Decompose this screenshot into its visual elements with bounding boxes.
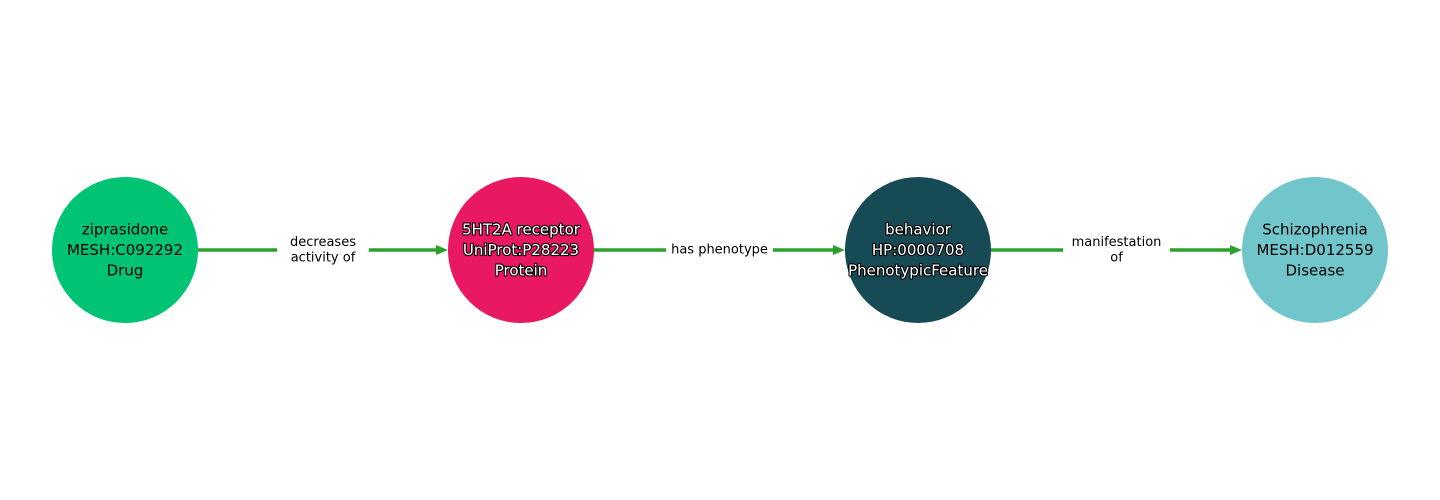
edge-arrowhead	[833, 245, 845, 255]
node-label: MESH:D012559	[1256, 241, 1373, 259]
node-label: PhenotypicFeature	[848, 262, 988, 280]
node-label: MESH:C092292	[67, 241, 183, 259]
node-label: behavior	[885, 221, 952, 239]
node-circle[interactable]	[52, 177, 198, 323]
node-label: ziprasidone	[82, 221, 168, 239]
node-label: Disease	[1286, 262, 1345, 280]
edge-label: has phenotype	[671, 243, 768, 258]
node-circle[interactable]	[1242, 177, 1388, 323]
edge-arrowhead	[1230, 245, 1242, 255]
node-circle[interactable]	[448, 177, 594, 323]
node-circle[interactable]	[845, 177, 991, 323]
node-label: 5HT2A receptor	[462, 221, 581, 239]
node-label: UniProt:P28223	[463, 241, 579, 259]
edge-arrowhead	[436, 245, 448, 255]
edge-label: activity of	[291, 250, 356, 265]
edge-label-background	[666, 240, 773, 260]
edge-label-background	[277, 232, 369, 268]
node-label: Schizophrenia	[1262, 221, 1367, 239]
edge-label: decreases	[290, 235, 356, 250]
node-label: HP:0000708	[872, 241, 964, 259]
edge-label: of	[1110, 250, 1123, 265]
node-label: Drug	[107, 262, 144, 280]
edge-label: manifestation	[1072, 235, 1162, 250]
edge-label-background	[1063, 232, 1170, 268]
edge-5ht2a-receptor-to-behavior: has phenotype	[594, 240, 845, 260]
node-label: Protein	[495, 262, 548, 280]
